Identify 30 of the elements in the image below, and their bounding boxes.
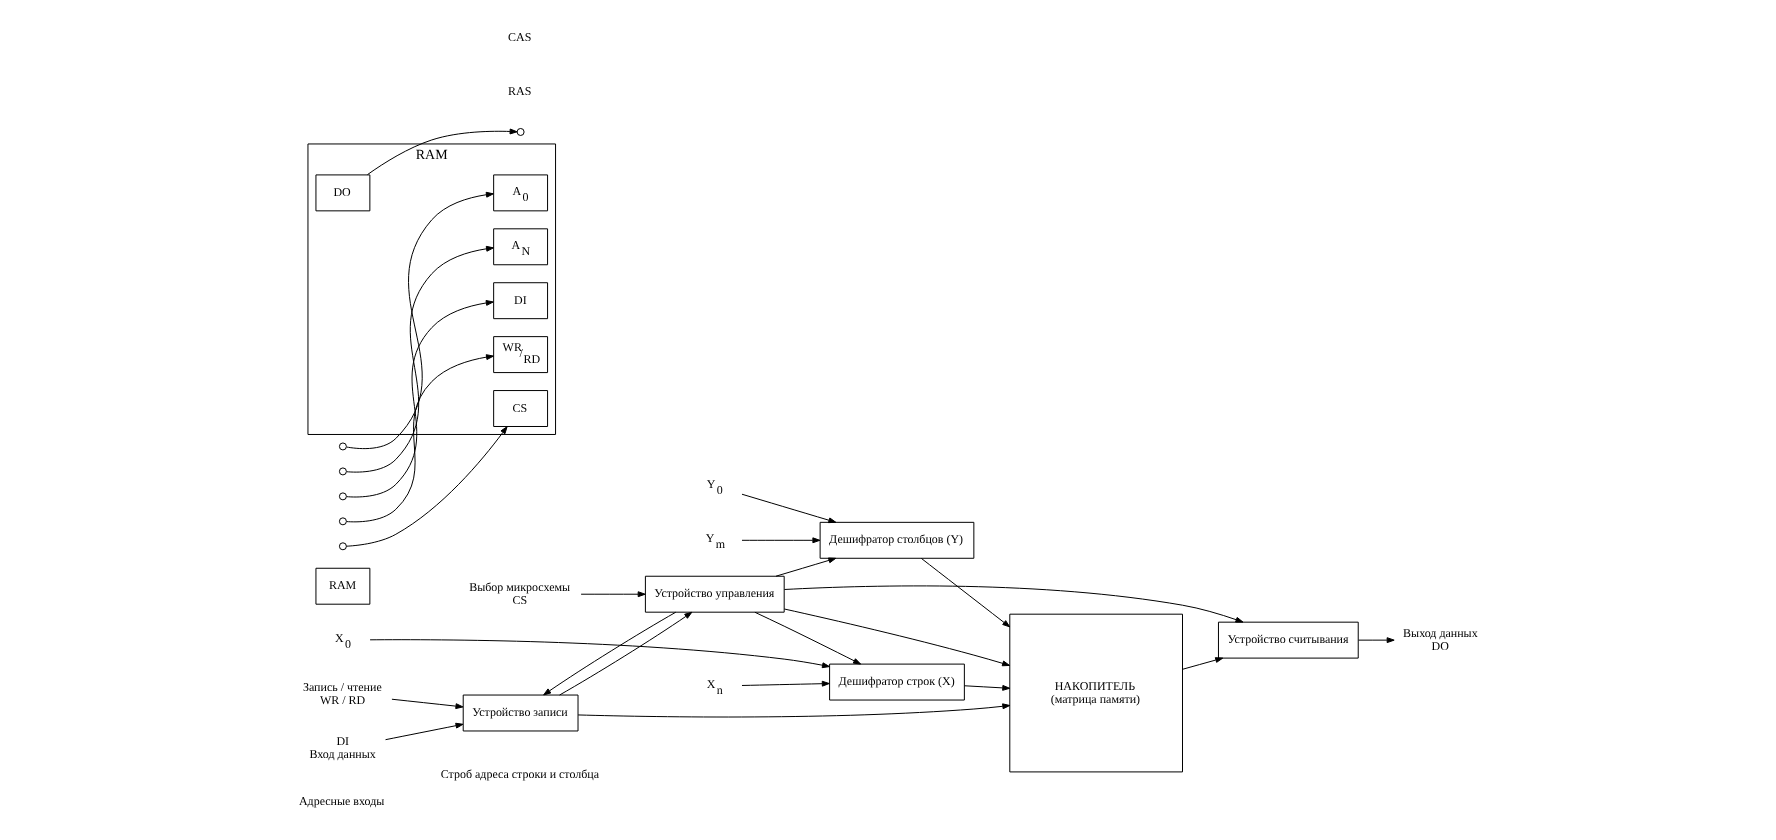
arrow xyxy=(782,585,1243,623)
arrow xyxy=(384,722,463,741)
arrow xyxy=(782,608,1010,667)
node-circle xyxy=(337,492,346,501)
arrow xyxy=(919,557,1010,628)
node-circle xyxy=(337,442,346,451)
arrow xyxy=(576,703,1010,718)
arrow xyxy=(344,426,507,547)
arrow xyxy=(579,591,645,598)
node-circle xyxy=(337,517,346,526)
arrow xyxy=(345,354,493,523)
arrow xyxy=(740,537,820,544)
arrow xyxy=(365,128,517,176)
arrow xyxy=(368,639,829,669)
arrow xyxy=(753,611,861,665)
arrow xyxy=(345,245,493,473)
arrow xyxy=(962,684,1010,691)
arrow xyxy=(345,300,493,498)
arrow xyxy=(740,493,836,524)
node-circle xyxy=(515,127,524,136)
node-circle xyxy=(337,542,346,551)
node-circle xyxy=(337,467,346,476)
arrow xyxy=(740,680,829,687)
arrow xyxy=(1357,637,1394,644)
arrow xyxy=(542,611,676,696)
arrow xyxy=(1181,657,1223,670)
arrow xyxy=(558,611,692,696)
arrow xyxy=(774,557,836,577)
arrow xyxy=(390,698,463,710)
arrow xyxy=(345,191,493,450)
